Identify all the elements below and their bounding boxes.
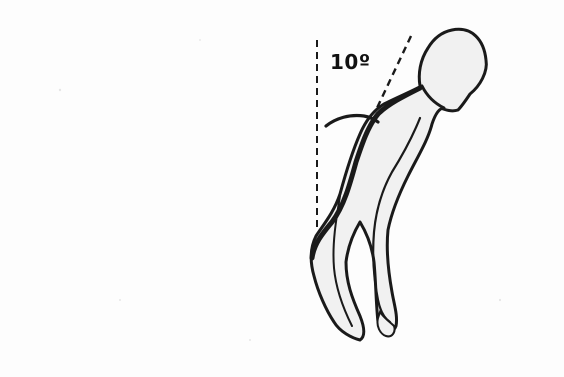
- angle-label: 10º: [330, 52, 371, 72]
- leaning-figure: [311, 29, 486, 340]
